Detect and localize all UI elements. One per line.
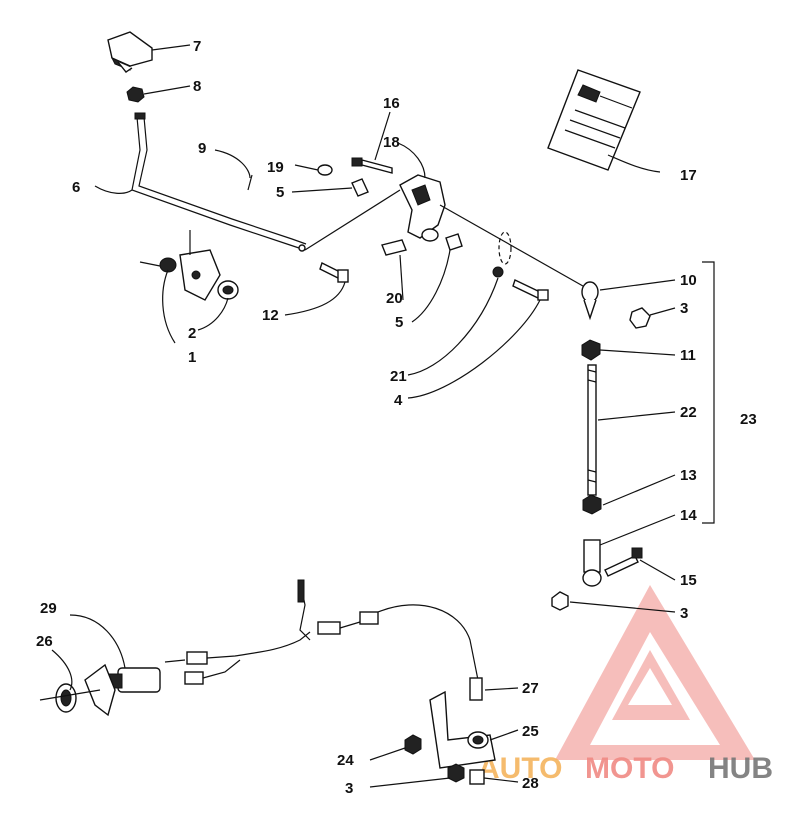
shift-lever-rod-part	[131, 112, 307, 252]
callout-4: 4	[394, 392, 403, 409]
callout-3c: 3	[345, 780, 353, 797]
nut-part-8	[126, 86, 145, 103]
callout-28: 28	[522, 775, 539, 792]
callout-21: 21	[390, 368, 407, 385]
callout-3a: 3	[680, 300, 688, 317]
threaded-rod-part-22	[587, 364, 597, 496]
callout-26: 26	[36, 633, 53, 650]
screw-part-28	[469, 769, 485, 785]
rod-end-part-14	[582, 539, 602, 587]
callout-25: 25	[522, 723, 539, 740]
callout-5a: 5	[276, 184, 284, 201]
leader-lines	[51, 44, 676, 788]
callout-11: 11	[680, 347, 696, 364]
nut-part-11	[581, 339, 601, 361]
callout-10: 10	[680, 272, 697, 289]
nut-part-3c	[447, 763, 465, 783]
callout-12: 12	[262, 307, 279, 324]
callout-2: 2	[188, 325, 196, 342]
warning-decal-icon	[547, 69, 641, 171]
callout-24: 24	[337, 752, 354, 769]
callout-23: 23	[740, 411, 757, 428]
watermark-text-moto: MOTO	[585, 752, 674, 785]
rod-end-part-10	[581, 281, 599, 321]
callout-20: 20	[386, 290, 403, 307]
watermark-logo	[555, 585, 755, 760]
pivot-bushing-part	[159, 249, 239, 301]
switch-plate-part-26	[39, 663, 116, 717]
callout-9: 9	[198, 140, 206, 157]
bolt-part-16	[351, 157, 393, 174]
callout-8: 8	[193, 78, 201, 95]
switch-bracket-part-25	[429, 690, 496, 769]
callout-17: 17	[680, 167, 697, 184]
bolt-part-12	[319, 262, 349, 283]
bolt-part-15	[604, 547, 643, 577]
nut-part-3a	[629, 307, 651, 329]
pin-part-20	[381, 239, 407, 256]
pivot-bracket-part	[399, 174, 446, 242]
callout-19: 19	[267, 159, 284, 176]
callout-13: 13	[680, 467, 697, 484]
callout-6: 6	[72, 179, 80, 196]
callout-29: 29	[40, 600, 57, 617]
cable-part	[164, 579, 483, 701]
shift-knob-part	[107, 31, 153, 73]
bushing-part-5a	[351, 178, 369, 197]
nut-part-24	[404, 734, 422, 755]
callout-27: 27	[522, 680, 539, 697]
callout-22: 22	[680, 404, 697, 421]
nut-part-3b	[551, 591, 569, 611]
callout-18: 18	[383, 134, 400, 151]
switch-part-29	[107, 667, 161, 693]
bolt-part-4	[512, 279, 549, 301]
callout-7: 7	[193, 38, 201, 55]
callout-15: 15	[680, 572, 697, 589]
watermark-text-hub: HUB	[708, 752, 773, 785]
callout-14: 14	[680, 507, 697, 524]
nut-part-13	[582, 494, 602, 515]
callout-1: 1	[188, 349, 196, 366]
callout-5b: 5	[395, 314, 403, 331]
callout-3b: 3	[680, 605, 688, 622]
callout-16: 16	[383, 95, 400, 112]
